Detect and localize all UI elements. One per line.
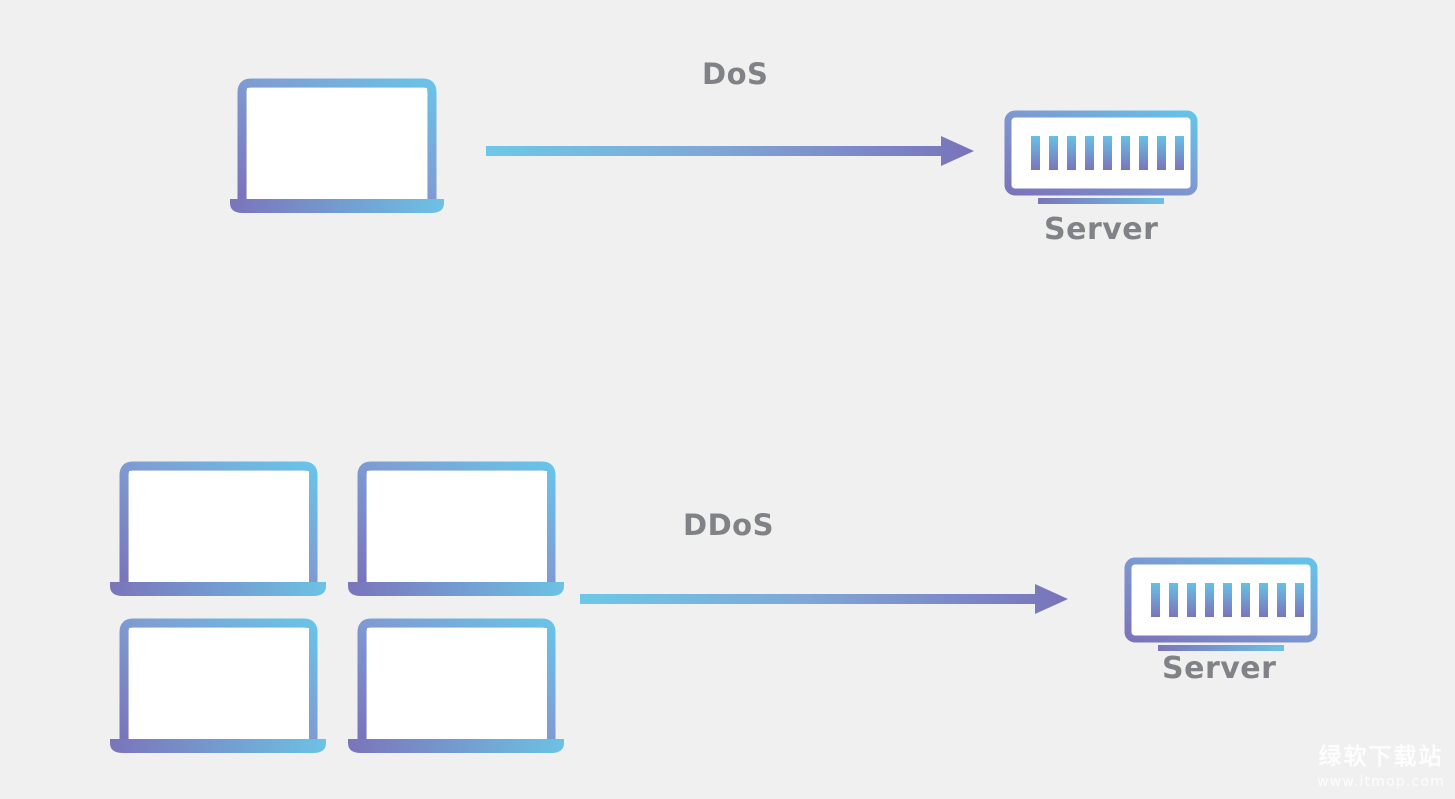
ddos-client-laptop-2[interactable]: [346, 458, 566, 598]
laptop-icon: [348, 618, 564, 753]
dos-target-server[interactable]: [1004, 110, 1198, 206]
ddos-attack-label: DDoS: [683, 508, 774, 542]
watermark-site-name: 绿软下载站: [1318, 744, 1444, 771]
laptop-icon: [230, 78, 444, 213]
server-led-bars: [1151, 583, 1304, 617]
arrow-right-icon: [580, 584, 1068, 614]
ddos-target-server[interactable]: [1124, 557, 1318, 653]
watermark-url: www.itmop.com: [1317, 773, 1445, 790]
server-icon: [1004, 110, 1198, 204]
watermark: 绿软下载站 www.itmop.com: [1317, 744, 1445, 791]
dos-server-label: Server: [1044, 212, 1159, 247]
ddos-attack-arrow: [580, 582, 1068, 616]
laptop-icon: [110, 618, 326, 753]
ddos-server-label: Server: [1162, 651, 1277, 686]
ddos-client-laptop-4[interactable]: [346, 615, 566, 755]
laptop-icon: [110, 461, 326, 596]
dos-attack-arrow: [486, 134, 974, 168]
server-icon: [1124, 557, 1318, 651]
ddos-client-laptop-1[interactable]: [108, 458, 328, 598]
arrow-right-icon: [486, 136, 974, 166]
laptop-icon: [348, 461, 564, 596]
dos-attack-label: DoS: [702, 57, 769, 91]
dos-client-laptop[interactable]: [228, 75, 446, 215]
server-led-bars: [1031, 136, 1184, 170]
ddos-client-laptop-3[interactable]: [108, 615, 328, 755]
